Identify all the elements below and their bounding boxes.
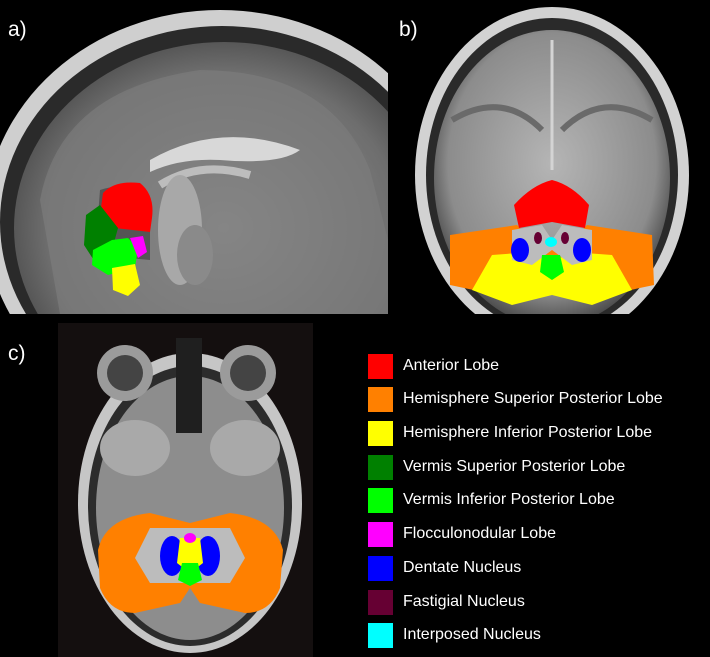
legend-label: Hemisphere Superior Posterior Lobe — [403, 390, 663, 407]
legend-item-interposed-nucleus: Interposed Nucleus — [368, 621, 541, 649]
legend-item-vermis-superior-posterior-lobe: Vermis Superior Posterior Lobe — [368, 453, 625, 481]
legend-label: Vermis Inferior Posterior Lobe — [403, 491, 615, 508]
legend-swatch — [368, 353, 393, 379]
legend-label: Hemisphere Inferior Posterior Lobe — [403, 424, 653, 441]
legend-item-vermis-inferior-posterior-lobe: Vermis Inferior Posterior Lobe — [368, 486, 615, 514]
legend-label: Flocculonodular Lobe — [403, 525, 556, 542]
legend-item-dentate-nucleus: Dentate Nucleus — [368, 554, 521, 582]
legend-label: Dentate Nucleus — [403, 559, 522, 576]
coronal-brain-image — [415, 7, 689, 314]
legend-item-hemisphere-inferior-posterior-lobe: Hemisphere Inferior Posterior Lobe — [368, 419, 652, 447]
legend-swatch — [368, 521, 393, 547]
sagittal-brain-image — [0, 10, 388, 314]
panel-label-c: c) — [8, 342, 26, 365]
panel-c-axial: c) — [0, 318, 368, 657]
legend-swatch — [368, 589, 393, 615]
legend-item-flocculonodular-lobe: Flocculonodular Lobe — [368, 520, 556, 548]
legend-swatch — [368, 386, 393, 412]
legend-item-anterior-lobe: Anterior Lobe — [368, 352, 499, 380]
legend-item-fastigial-nucleus: Fastigial Nucleus — [368, 588, 525, 616]
legend-item-hemisphere-superior-posterior-lobe: Hemisphere Superior Posterior Lobe — [368, 385, 663, 413]
panel-label-a: a) — [8, 18, 27, 41]
legend-label: Anterior Lobe — [403, 357, 500, 374]
legend-swatch — [368, 622, 393, 648]
legend-swatch — [368, 454, 393, 480]
panel-label-b: b) — [399, 18, 418, 41]
legend-swatch — [368, 555, 393, 581]
panel-a-sagittal: a) — [0, 0, 388, 314]
axial-brain-image — [58, 323, 313, 657]
legend-label: Vermis Superior Posterior Lobe — [403, 458, 626, 475]
legend-swatch — [368, 487, 393, 513]
legend-label: Interposed Nucleus — [403, 626, 541, 643]
legend-swatch — [368, 420, 393, 446]
legend-label: Fastigial Nucleus — [403, 593, 525, 610]
panel-b-coronal: b) — [392, 0, 710, 314]
